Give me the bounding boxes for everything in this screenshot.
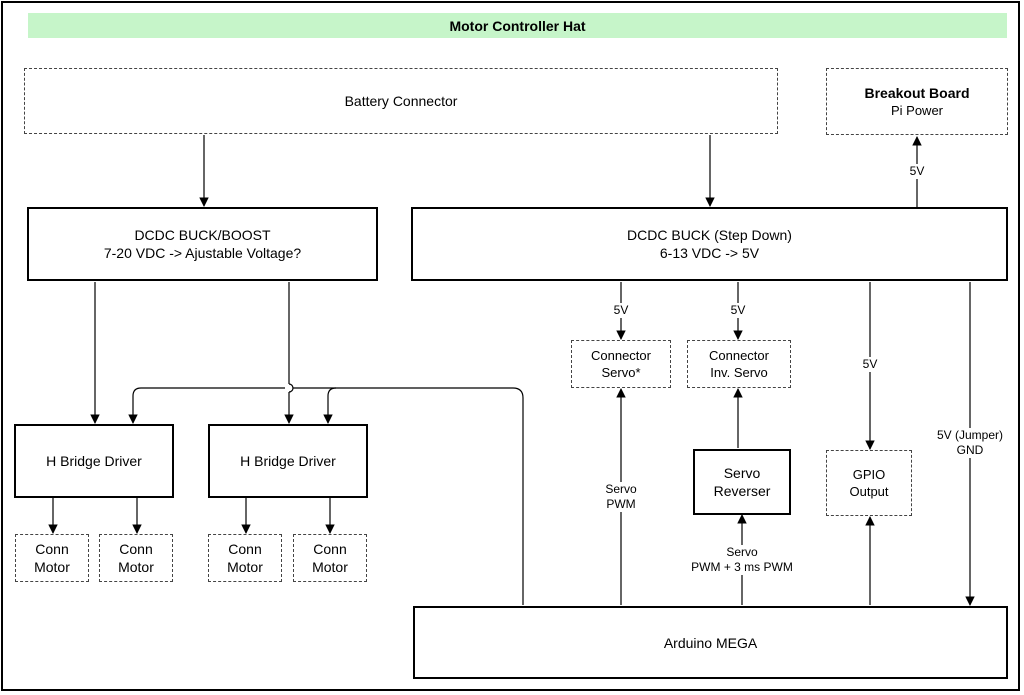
conn-motor-3: Conn Motor — [208, 534, 282, 582]
diagram-title: Motor Controller Hat — [28, 13, 1007, 38]
battery-connector-box: Battery Connector — [24, 68, 778, 134]
label-reverser-pwm-line2: PWM + 3 ms PWM — [691, 560, 793, 574]
label-pi-5v: 5V — [907, 164, 927, 179]
label-servo-5v: 5V — [611, 303, 631, 318]
buck-line1: DCDC BUCK (Step Down) — [627, 227, 792, 243]
servo-reverser-box: Servo Reverser — [693, 449, 791, 515]
gpio-line2: Output — [849, 484, 889, 499]
h-bridge-driver-right: H Bridge Driver — [208, 424, 368, 498]
buck-boost-line1: DCDC BUCK/BOOST — [134, 227, 271, 243]
label-servo-pwm: Servo PWM — [599, 482, 643, 512]
conn-motor-2: Conn Motor — [99, 534, 173, 582]
conn-motor-4-line2: Motor — [312, 559, 348, 575]
breakout-board-box: Breakout Board Pi Power — [826, 68, 1008, 135]
battery-connector-label: Battery Connector — [344, 93, 458, 109]
gpio-output-box: GPIO Output — [826, 450, 912, 516]
h-bridge-right-label: H Bridge Driver — [240, 453, 336, 469]
inv-servo-connector-box: Connector Inv. Servo — [687, 340, 791, 388]
label-jumper-line2: GND — [956, 443, 984, 457]
buck-boost-line2: 7-20 VDC -> Ajustable Voltage? — [103, 245, 302, 261]
label-reverser-pwm: Servo PWM + 3 ms PWM — [682, 545, 802, 575]
conn-motor-1-line2: Motor — [34, 559, 70, 575]
buck-line2: 6-13 VDC -> 5V — [659, 245, 760, 261]
conn-motor-2-line2: Motor — [118, 559, 154, 575]
label-servo-pwm-line2: PWM — [606, 497, 636, 511]
label-jumper: 5V (Jumper) GND — [930, 428, 1010, 458]
arduino-mega-box: Arduino MEGA — [413, 606, 1008, 679]
wire-arduino-to-hbridges — [293, 387, 524, 605]
servo-connector-line1: Connector — [591, 348, 651, 363]
breakout-board-title: Breakout Board — [864, 84, 970, 101]
conn-motor-4-line1: Conn — [313, 541, 347, 557]
label-gpio-5v: 5V — [860, 357, 880, 372]
buck-converter-box: DCDC BUCK (Step Down) 6-13 VDC -> 5V — [411, 207, 1008, 281]
arduino-mega-label: Arduino MEGA — [663, 634, 758, 651]
servo-connector-box: Connector Servo* — [571, 340, 671, 388]
conn-motor-1: Conn Motor — [15, 534, 89, 582]
servo-reverser-line2: Reverser — [713, 483, 771, 499]
h-bridge-driver-left: H Bridge Driver — [14, 424, 174, 498]
label-jumper-line1: 5V (Jumper) — [936, 428, 1004, 442]
breakout-board-subtitle: Pi Power — [890, 102, 944, 118]
h-bridge-left-label: H Bridge Driver — [46, 453, 142, 469]
conn-motor-3-line2: Motor — [227, 559, 263, 575]
conn-motor-4: Conn Motor — [293, 534, 367, 582]
label-inv-servo-5v: 5V — [728, 303, 748, 318]
servo-reverser-line1: Servo — [723, 465, 761, 481]
servo-connector-line2: Servo* — [601, 365, 641, 380]
conn-motor-2-line1: Conn — [119, 541, 153, 557]
inv-servo-connector-line1: Connector — [709, 348, 769, 363]
label-reverser-pwm-line1: Servo — [726, 545, 758, 559]
conn-motor-1-line1: Conn — [35, 541, 69, 557]
wire-bus-left — [128, 387, 285, 424]
wire-bus-right — [323, 387, 337, 424]
gpio-line1: GPIO — [852, 467, 886, 482]
inv-servo-connector-line2: Inv. Servo — [710, 365, 768, 380]
conn-motor-3-line1: Conn — [228, 541, 262, 557]
buck-boost-converter-box: DCDC BUCK/BOOST 7-20 VDC -> Ajustable Vo… — [27, 207, 378, 281]
label-servo-pwm-line1: Servo — [605, 482, 637, 496]
wire-buckboost-hop — [288, 383, 294, 393]
